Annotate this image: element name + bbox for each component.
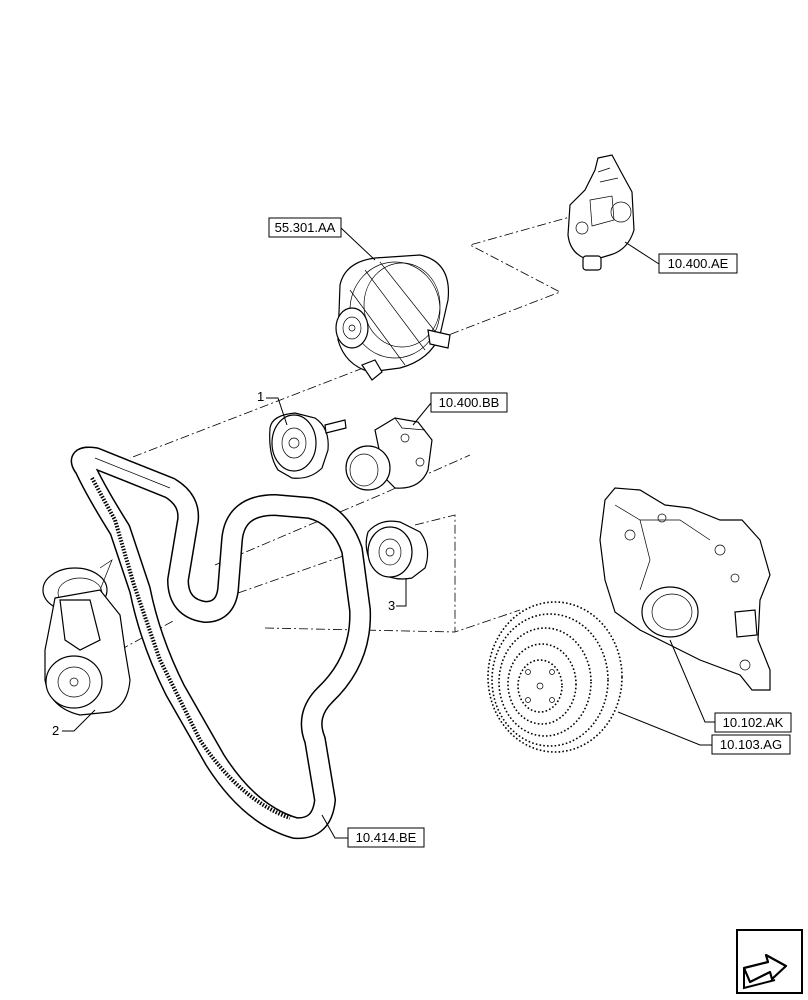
ref-vibration-damper[interactable]: 10.103.AG <box>617 711 791 755</box>
alignment-lines <box>119 209 596 651</box>
thermostat-housing <box>345 417 433 491</box>
ref-vibration-damper-label: 10.103.AG <box>720 737 782 752</box>
drive-belt <box>70 446 372 840</box>
ref-belt-label: 10.414.BE <box>356 830 417 845</box>
ref-belt[interactable]: 10.414.BE <box>321 814 425 848</box>
ref-front-cover[interactable]: 10.102.AK <box>669 639 792 733</box>
front-cover <box>599 487 771 691</box>
ref-thermostat[interactable]: 10.400.BB <box>412 392 508 426</box>
callout-3: 3 <box>388 578 407 613</box>
alternator <box>335 254 451 381</box>
vibration-damper <box>487 601 623 753</box>
idler-pulley-lower <box>365 520 429 580</box>
callout-1-label: 1 <box>257 389 264 404</box>
belt-tensioner <box>42 559 131 716</box>
callout-2: 2 <box>52 709 96 738</box>
ref-front-cover-label: 10.102.AK <box>723 715 784 730</box>
ref-water-pump-label: 10.400.AE <box>668 256 729 271</box>
ref-alternator[interactable]: 55.301.AA <box>268 217 376 261</box>
ref-thermostat-label: 10.400.BB <box>439 395 500 410</box>
callout-3-label: 3 <box>388 598 395 613</box>
callout-2-label: 2 <box>52 723 59 738</box>
ref-water-pump[interactable]: 10.400.AE <box>624 241 738 274</box>
callout-1: 1 <box>257 389 288 426</box>
idler-pulley-upper <box>269 412 347 479</box>
ref-alternator-label: 55.301.AA <box>275 220 336 235</box>
water-pump <box>567 154 635 271</box>
next-page-arrow-icon[interactable] <box>736 929 803 994</box>
